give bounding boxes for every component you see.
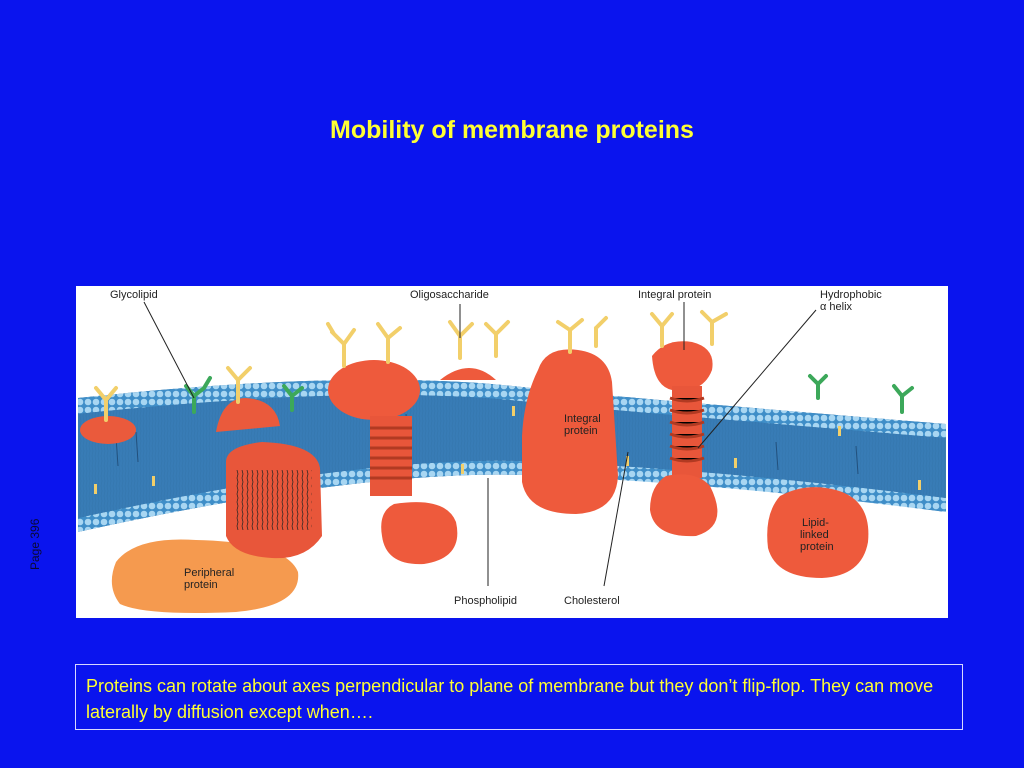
label-alpha-helix: α helix — [820, 301, 853, 313]
surface-protein-2 — [216, 398, 280, 432]
surface-protein-3 — [440, 368, 496, 380]
label-lipid-linked-1: Lipid- — [802, 517, 829, 529]
oligosaccharide-chains — [94, 310, 728, 422]
caption-box: Proteins can rotate about axes perpendic… — [75, 664, 963, 730]
integral-protein-large — [522, 349, 618, 514]
helix-protein-right — [650, 341, 718, 537]
label-glycolipid: Glycolipid — [110, 289, 158, 301]
helix-protein-left — [328, 360, 458, 565]
label-integral-protein: Integral protein — [638, 289, 711, 301]
label-integral-inner-2: protein — [564, 425, 598, 437]
slide-title: Mobility of membrane proteins — [330, 116, 694, 144]
glycolipid-sugars — [184, 374, 914, 414]
membrane-illustration: Glycolipid Oligosaccharide Integral prot… — [78, 289, 946, 613]
label-peripheral-1: Peripheral — [184, 567, 234, 579]
label-phospholipid: Phospholipid — [454, 595, 517, 607]
label-peripheral-2: protein — [184, 579, 218, 591]
leader-lines — [143, 301, 817, 587]
membrane-diagram: Glycolipid Oligosaccharide Integral prot… — [76, 286, 948, 618]
label-oligosaccharide: Oligosaccharide — [410, 289, 489, 301]
peripheral-protein-shape — [111, 539, 299, 613]
lipid-linked-protein-shape — [767, 487, 869, 578]
label-cholesterol: Cholesterol — [564, 595, 620, 607]
label-integral-inner-1: Integral — [564, 413, 601, 425]
label-hydrophobic: Hydrophobic — [820, 289, 882, 301]
label-lipid-linked-2: linked — [800, 529, 829, 541]
cholesterol-molecules — [94, 406, 921, 494]
surface-protein-1 — [80, 416, 136, 444]
caption-text: Proteins can rotate about axes perpendic… — [86, 676, 934, 722]
page-reference: Page 396 — [28, 518, 42, 570]
channel-protein-left — [226, 442, 322, 559]
label-lipid-linked-3: protein — [800, 541, 834, 553]
